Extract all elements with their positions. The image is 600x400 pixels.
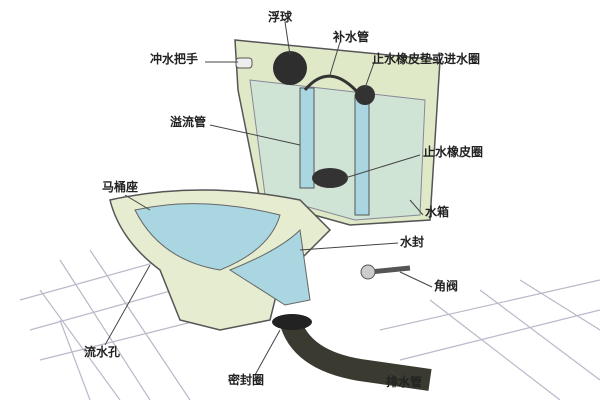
angle-valve [360, 264, 411, 280]
label-refill-tube: 补水管 [333, 30, 370, 44]
label-flush-handle: 冲水把手 [150, 52, 199, 66]
label-overflow-tube: 溢流管 [170, 115, 207, 129]
label-angle-valve: 角阀 [434, 279, 459, 293]
label-inlet-washer: 止水橡皮垫或进水圈 [372, 52, 481, 66]
leader-lines [104, 21, 433, 379]
tank [234, 39, 441, 226]
flapper [312, 168, 348, 188]
label-rim-holes: 流水孔 [84, 345, 121, 359]
label-float-ball: 浮球 [268, 10, 293, 24]
fill-valve [354, 94, 370, 216]
label-bowl-seat: 马桶座 [102, 180, 139, 194]
inlet-washer [355, 85, 375, 105]
drain-pipe [279, 316, 432, 391]
floor-tiles [19, 249, 600, 400]
bowl [109, 189, 332, 331]
flush-handle [235, 57, 253, 69]
label-tank: 水箱 [425, 205, 450, 219]
refill-tube [303, 74, 362, 96]
label-flapper: 止水橡皮圈 [423, 145, 484, 159]
overflow-tube [299, 87, 315, 189]
label-wax-ring: 密封圈 [228, 373, 265, 387]
wax-ring [272, 314, 312, 330]
label-water-seal: 水封 [400, 235, 425, 249]
float-ball [273, 51, 307, 85]
label-drain-pipe: 排水管 [386, 375, 423, 389]
